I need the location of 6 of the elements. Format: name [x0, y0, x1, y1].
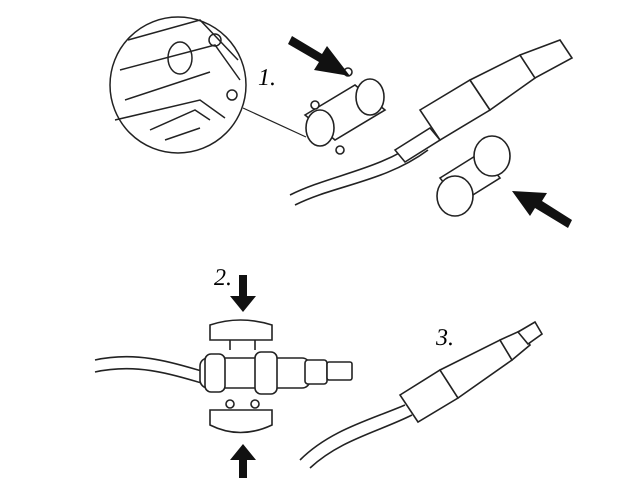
leader-line — [242, 107, 306, 138]
step-number: 1. — [258, 64, 276, 93]
step-number: 2. — [214, 264, 232, 293]
step-number: 3. — [436, 324, 454, 353]
upper-clip-half-drawing — [304, 67, 386, 155]
magnified-clip-detail-drawing — [109, 16, 247, 154]
